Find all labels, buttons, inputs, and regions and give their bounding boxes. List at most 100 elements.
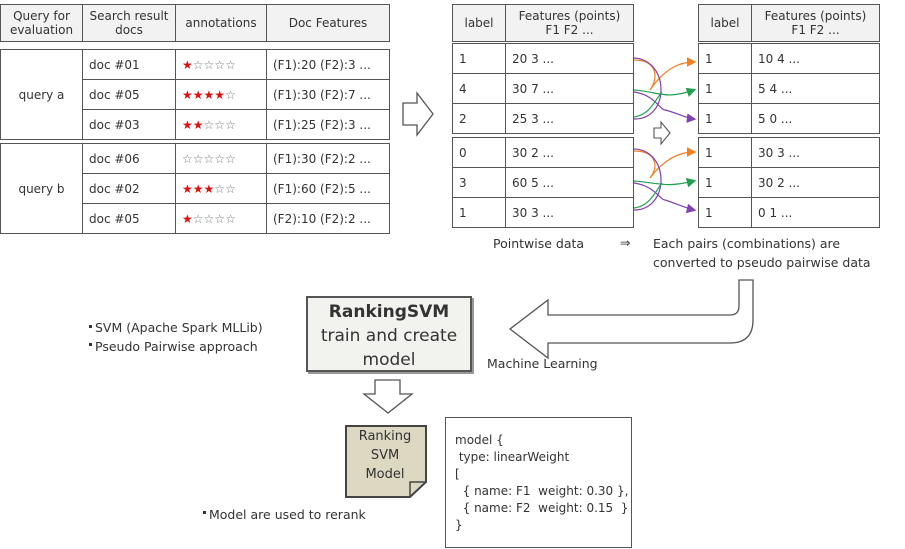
label-cell: 1 (452, 43, 506, 74)
bullet-svm: SVM (Apache Spark MLLib) (95, 320, 263, 335)
table-row: query b doc #06 ☆☆☆☆☆ (F1):30 (F2):2 ... (0, 143, 390, 234)
features-cell: 10 4 ... (751, 43, 880, 74)
star-empty-icon: ☆ (203, 211, 215, 226)
query-cell: query b (0, 143, 83, 234)
pair-connector-purple (633, 182, 697, 214)
query-cell: query a (0, 49, 83, 140)
features-cell: 5 0 ... (751, 103, 880, 134)
label-cell: 1 (698, 197, 752, 228)
star-filled-icon: ★ (203, 181, 215, 196)
star-filled-icon: ★ (182, 57, 193, 72)
star-filled-icon: ★ (192, 117, 204, 132)
header-features-title: Features (points) (764, 9, 867, 23)
label-cell: 1 (698, 137, 752, 168)
star-empty-icon: ☆ (192, 57, 204, 72)
pair-connector-purple (633, 148, 662, 211)
star-empty-icon: ☆ (203, 117, 215, 132)
star-filled-icon: ★ (214, 87, 226, 102)
model-note: Ranking SVM Model (348, 427, 422, 484)
doc-cell: doc #01 (82, 49, 176, 80)
doc-features-cell: (F1):20 (F2):3 ... (266, 49, 390, 80)
star-rating: ★★☆☆☆ (175, 109, 267, 140)
label-cell: 1 (452, 197, 506, 228)
small-hollow-arrow (653, 120, 671, 146)
code-line: { name: F1 weight: 0.30 }, (455, 484, 629, 498)
star-empty-icon: ☆ (214, 117, 226, 132)
features-cell: 30 2 ... (751, 167, 880, 198)
pair-connector-purple (633, 91, 697, 123)
code-line: model { (455, 433, 504, 447)
doc-cell: doc #03 (82, 109, 176, 140)
pair-connector-green (633, 91, 663, 118)
star-empty-icon: ☆ (214, 151, 226, 166)
star-filled-icon: ★ (182, 181, 193, 196)
label-cell: 1 (698, 43, 752, 74)
header-line: Search result (89, 9, 169, 23)
code-line: { name: F2 weight: 0.15 } (455, 501, 629, 515)
star-rating: ☆☆☆☆☆ (175, 143, 267, 174)
header-line: evaluation (9, 23, 74, 37)
features-cell: 5 4 ... (751, 73, 880, 104)
star-empty-icon: ☆ (192, 211, 204, 226)
star-empty-icon: ☆ (225, 57, 236, 72)
star-empty-icon: ☆ (214, 211, 226, 226)
bullet (203, 511, 206, 514)
hollow-right-arrow (402, 91, 434, 137)
table-row: doc #05 ★★★★☆ (F1):30 (F2):7 ... (1, 79, 390, 110)
label-cell: 1 (698, 73, 752, 104)
doc-cell: doc #02 (82, 173, 176, 204)
svm-box-line3: model (362, 350, 416, 370)
bullet (89, 343, 92, 346)
machine-learning-caption: Machine Learning (487, 356, 598, 371)
label-cell: 4 (452, 73, 506, 104)
header-line: Query for (13, 9, 70, 23)
pointwise-caption: Pointwise data (493, 236, 585, 251)
header-doc-features: Doc Features (266, 4, 390, 42)
features-cell: 20 3 ... (505, 43, 634, 74)
header-features: Features (points) F1 F2 ... (505, 4, 634, 42)
star-empty-icon: ☆ (182, 151, 193, 166)
pair-connector-orange (633, 147, 697, 179)
hollow-down-arrow (362, 379, 414, 414)
star-rating: ★☆☆☆☆ (175, 203, 267, 234)
star-empty-icon: ☆ (203, 57, 215, 72)
bullet-rerank: Model are used to rerank (209, 507, 366, 522)
star-filled-icon: ★ (182, 87, 193, 102)
header-features-sub: F1 F2 ... (545, 23, 594, 37)
model-note-line1: Ranking (358, 429, 412, 444)
star-filled-icon: ★ (203, 87, 215, 102)
features-cell: 30 3 ... (505, 197, 634, 228)
star-filled-icon: ★ (182, 211, 193, 226)
header-annotations: annotations (175, 4, 267, 42)
star-filled-icon: ★ (192, 181, 204, 196)
features-cell: 60 5 ... (505, 167, 634, 198)
model-note-line3: Model (365, 467, 405, 482)
header-features-sub: F1 F2 ... (791, 23, 840, 37)
doc-features-cell: (F1):30 (F2):7 ... (266, 79, 390, 110)
table-row: doc #05 ★☆☆☆☆ (F2):10 (F2):2 ... (1, 203, 390, 234)
table-row: doc #02 ★★★☆☆ (F1):60 (F2):5 ... (1, 173, 390, 204)
star-filled-icon: ★ (192, 87, 204, 102)
star-rating: ★☆☆☆☆ (175, 49, 267, 80)
doc-features-cell: (F2):10 (F2):2 ... (266, 203, 390, 234)
star-empty-icon: ☆ (203, 151, 215, 166)
star-empty-icon: ☆ (225, 211, 236, 226)
header-label: label (698, 4, 752, 42)
header-features-title: Features (points) (518, 9, 621, 23)
pairs-caption-line1: Each pairs (combinations) are (653, 236, 841, 251)
star-empty-icon: ☆ (225, 87, 236, 102)
table-row: doc #03 ★★☆☆☆ (F1):25 (F2):3 ... (1, 109, 390, 140)
label-cell: 2 (452, 103, 506, 134)
star-rating: ★★★★☆ (175, 79, 267, 110)
svm-box-title: RankingSVM (328, 302, 450, 322)
